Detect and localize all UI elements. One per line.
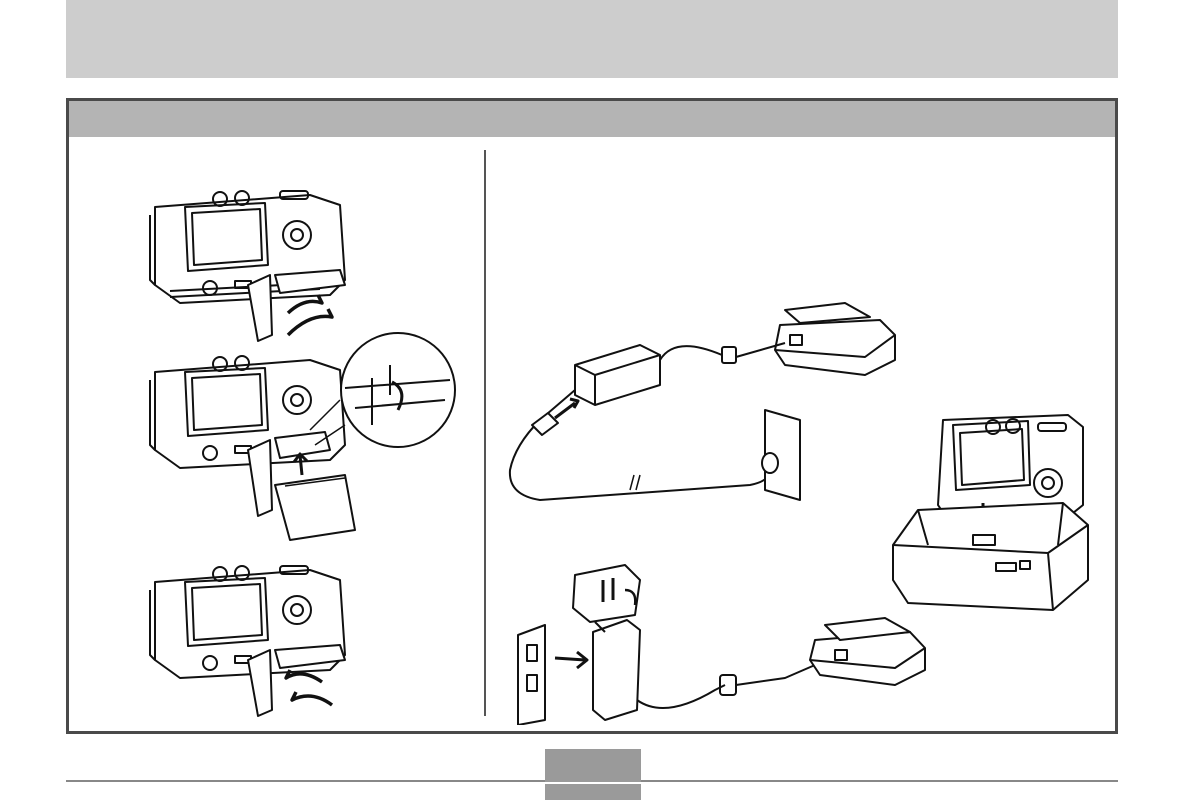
battery-insert-illustration (149, 332, 456, 541)
page-number-tab (545, 749, 641, 782)
plug-in-adaptor-cradle-illustration (517, 564, 926, 725)
column-divider (484, 150, 486, 716)
section-title-bar (69, 101, 1115, 137)
header-band (66, 0, 1118, 78)
camera-close-cover-illustration (149, 565, 346, 717)
camera-open-cover-illustration (149, 190, 346, 342)
ac-adaptor-cradle-connection-illustration (508, 302, 896, 501)
page-number-tab-lower (545, 784, 641, 800)
camera-on-cradle-illustration (892, 414, 1089, 611)
